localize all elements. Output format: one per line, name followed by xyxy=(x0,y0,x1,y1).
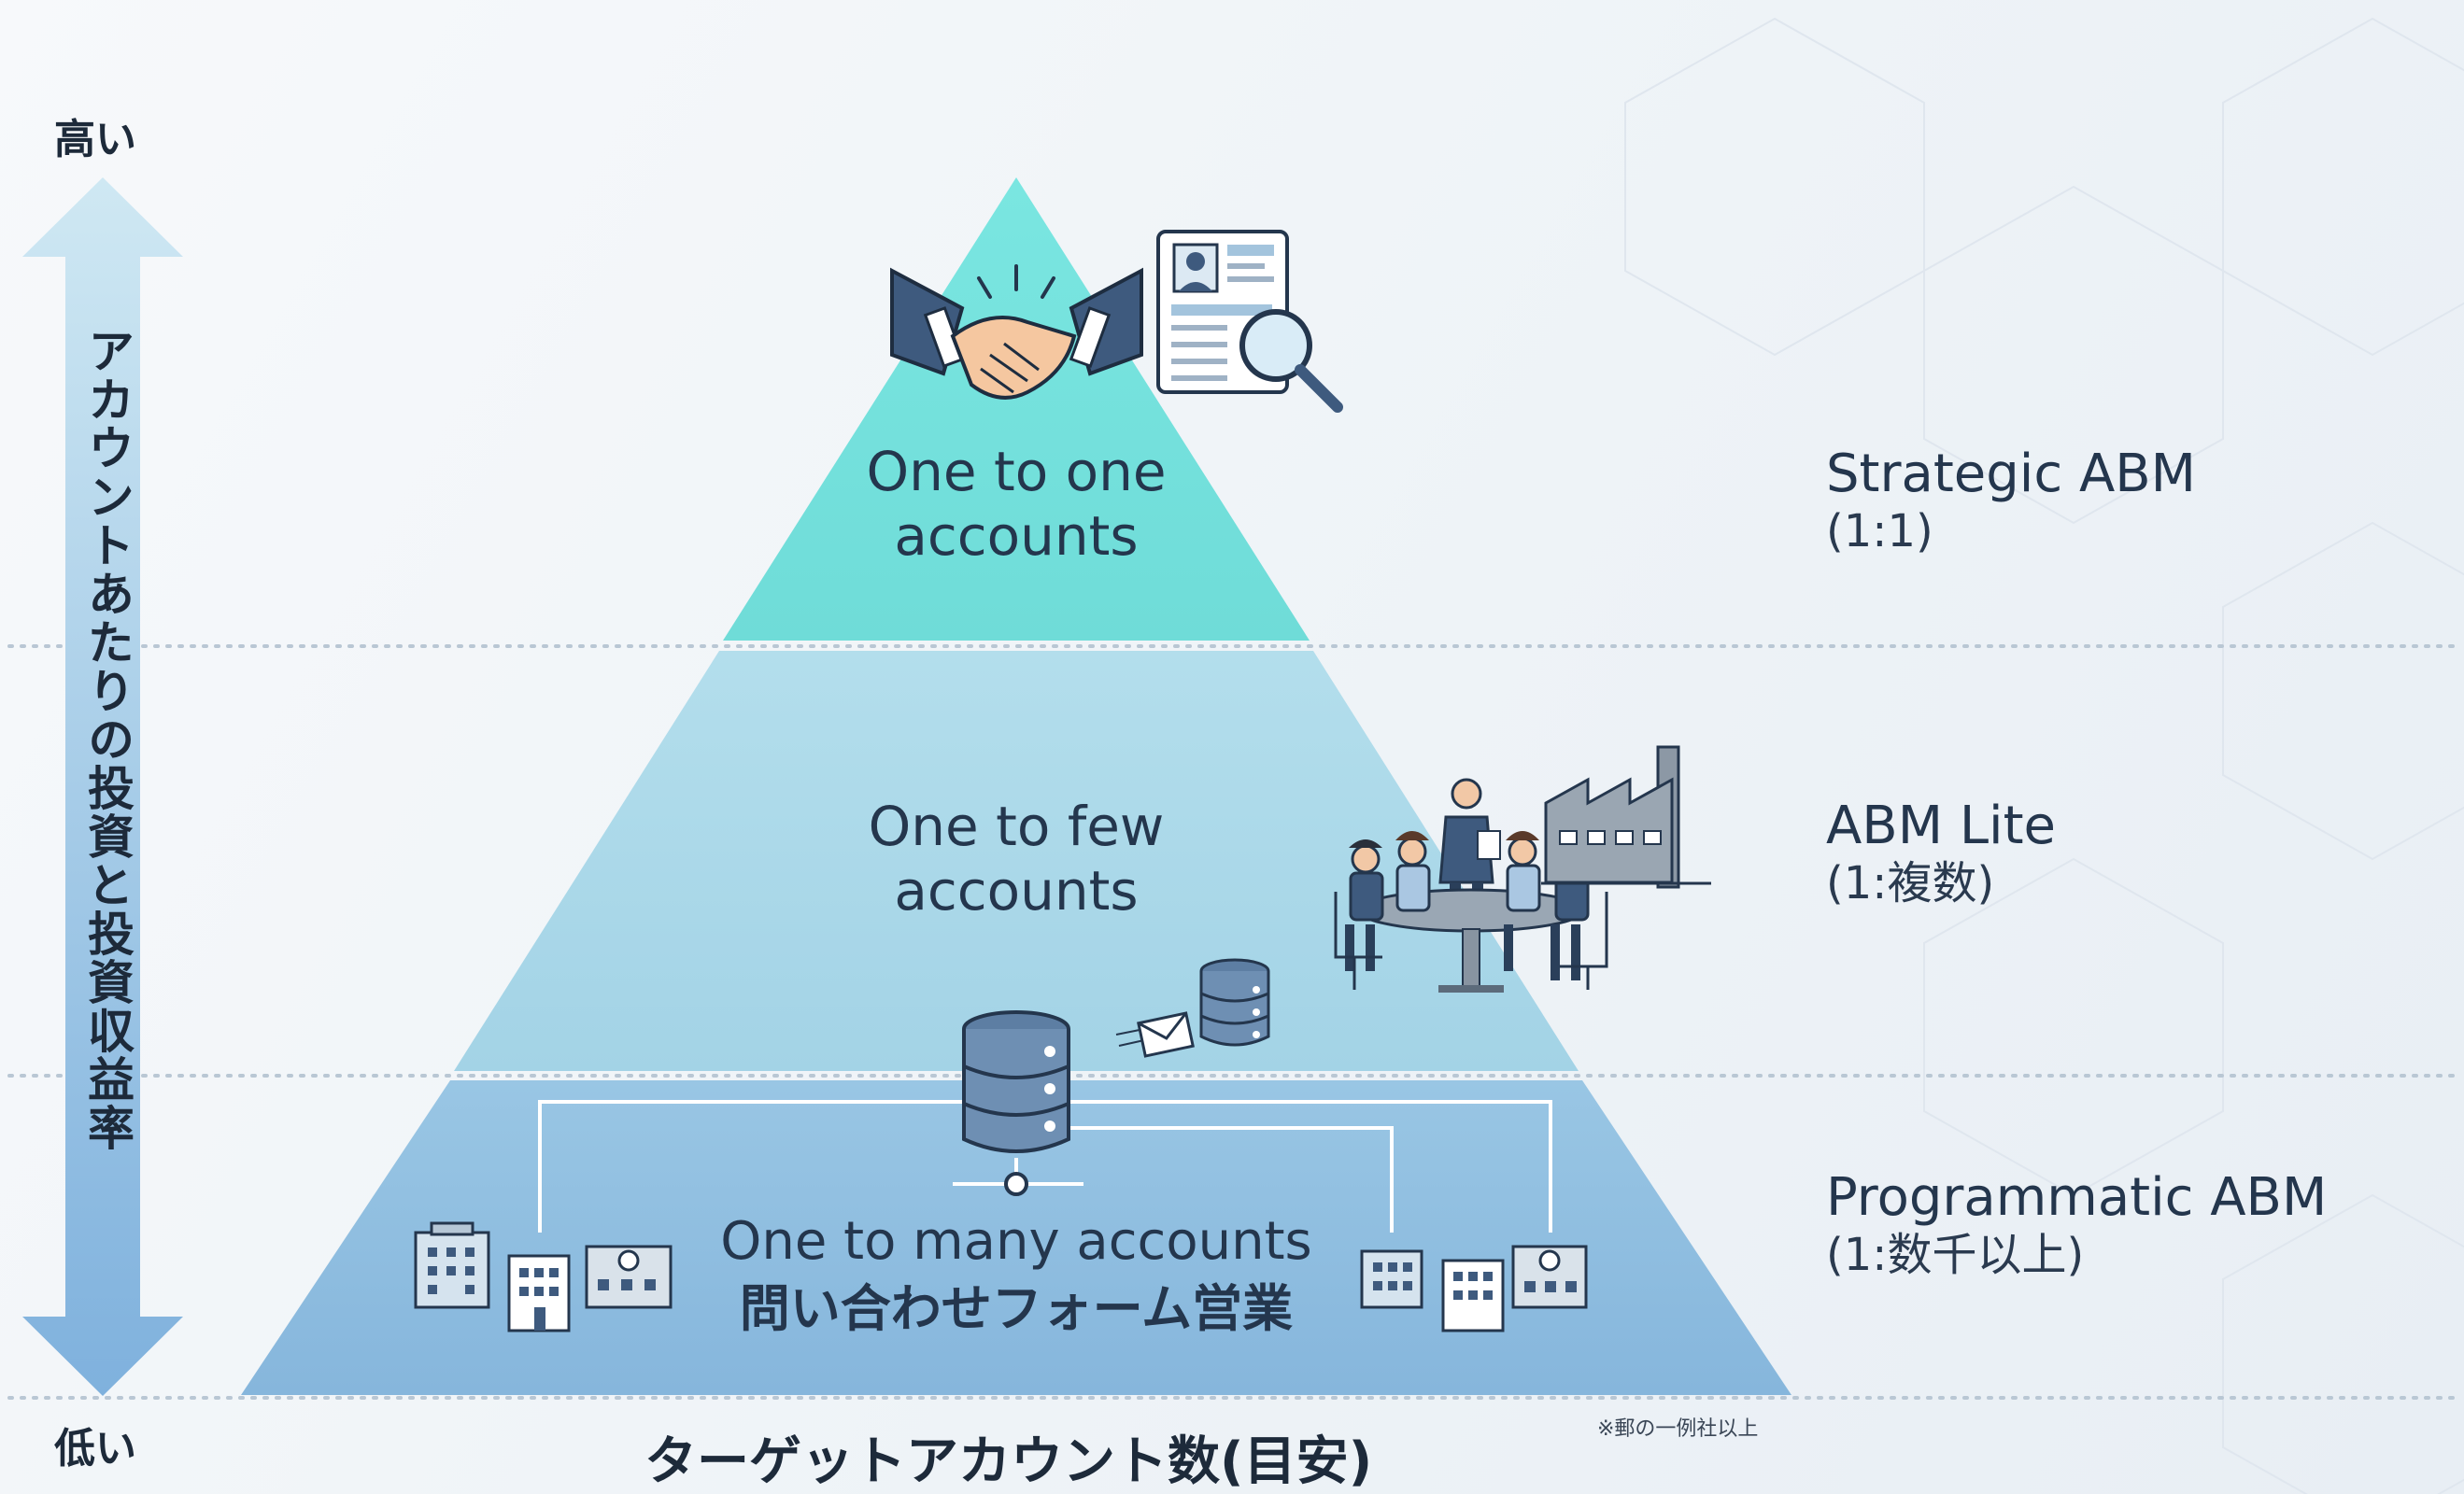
small-database-icon xyxy=(1199,958,1270,1047)
handshake-icon xyxy=(890,264,1143,400)
tier-1-right-label: Strategic ABM (1:1) xyxy=(1826,444,2196,558)
database-icon xyxy=(962,1010,1070,1196)
tier-1-label-line2: accounts xyxy=(894,504,1138,568)
footnote: ※郵の一例社以上 xyxy=(1597,1417,1759,1441)
meeting-icon xyxy=(1334,778,1608,993)
x-axis-title: ターゲットアカウント数(目安) xyxy=(644,1431,1373,1492)
tier-1-ratio: (1:1) xyxy=(1826,505,1933,558)
axis-low-label: 低い xyxy=(54,1425,136,1473)
email-icon xyxy=(1115,1011,1195,1058)
double-arrow-icon xyxy=(22,177,183,1396)
tier-3-ratio: (1:数千以上) xyxy=(1826,1229,2085,1282)
tier-1-shape xyxy=(723,177,1310,641)
tier-3-name: Programmatic ABM xyxy=(1826,1167,2328,1228)
tier-3-label-line2: 問い合わせフォーム営業 xyxy=(740,1279,1293,1338)
tier-3-right-label: Programmatic ABM (1:数千以上) xyxy=(1826,1167,2327,1282)
factory-icon xyxy=(1541,745,1711,889)
tier-2-shape xyxy=(454,651,1579,1071)
tier-separators xyxy=(7,644,2458,1400)
background-hex-pattern xyxy=(1624,17,2464,1494)
tier-2-right-label: ABM Lite (1:複数) xyxy=(1826,796,2056,910)
tier-3-label-line1: One to many accounts xyxy=(720,1211,1311,1272)
vertical-axis-label: アカウントあたりの投資と投資収益率 xyxy=(80,327,135,1152)
building-windows xyxy=(428,1247,1577,1331)
axis-high-label: 高い xyxy=(54,116,136,163)
tier-3-shape xyxy=(241,1080,1791,1395)
profile-search-icon xyxy=(1156,230,1343,413)
tier-2-ratio: (1:複数) xyxy=(1826,857,1995,910)
tier-2-label-line1: One to few xyxy=(869,795,1165,858)
tier-2-name: ABM Lite xyxy=(1826,796,2057,856)
tier-1-label-line1: One to one xyxy=(866,440,1166,503)
tier-1-name: Strategic ABM xyxy=(1826,444,2196,504)
tier-2-label-line2: accounts xyxy=(894,859,1138,923)
